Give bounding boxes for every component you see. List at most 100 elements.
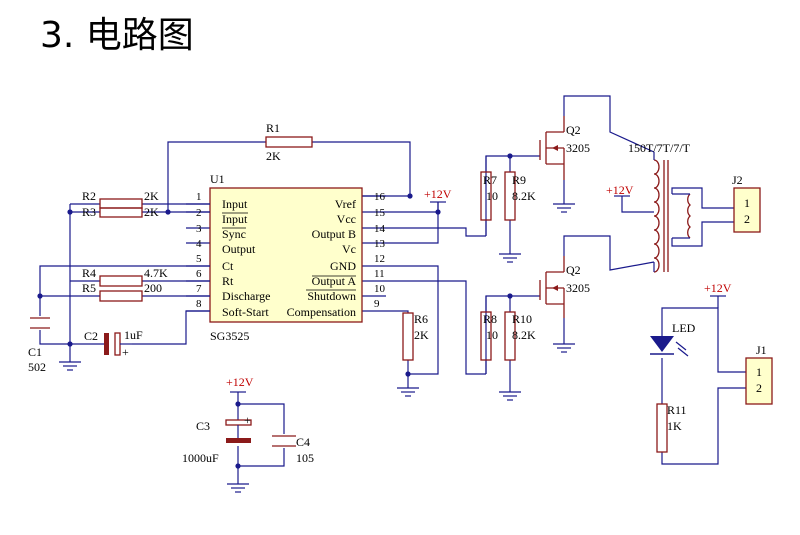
svg-text:C4: C4 (296, 435, 310, 449)
power-12v-led: +12V (704, 281, 732, 297)
svg-text:R2: R2 (82, 189, 96, 203)
svg-text:105: 105 (296, 451, 314, 465)
svg-text:J1: J1 (756, 343, 767, 357)
svg-text:3205: 3205 (566, 141, 590, 155)
svg-text:1000uF: 1000uF (182, 451, 219, 465)
svg-text:+: + (244, 413, 251, 427)
ic-pin-4-num: 4 (196, 238, 202, 250)
resistor-r7: R7 10 (480, 171, 498, 221)
svg-text:+12V: +12V (226, 375, 254, 389)
mosfet-q2-lower: Q2 3205 (539, 256, 590, 318)
resistor-r9: R9 8.2K (504, 171, 536, 221)
resistor-r10: R10 8.2K (504, 311, 536, 361)
svg-text:R10: R10 (512, 312, 532, 326)
ic-pin-13-num: 13 (374, 238, 386, 250)
ic-pin-9-num: 9 (374, 298, 380, 310)
ic-pin-14-num: 14 (374, 223, 386, 235)
svg-text:200: 200 (144, 281, 162, 295)
ic-pin-10-num: 10 (374, 283, 386, 295)
led: LED (650, 321, 696, 357)
ic-pin-8-num: 8 (196, 298, 202, 310)
ic-pin-8-name: Soft-Start (222, 305, 269, 319)
svg-text:2: 2 (756, 381, 762, 395)
svg-text:R7: R7 (483, 173, 497, 187)
ic-pin-10-name: Shutdown (307, 289, 356, 303)
svg-text:Q2: Q2 (566, 263, 581, 277)
svg-text:3205: 3205 (566, 281, 590, 295)
svg-text:+: + (122, 345, 129, 359)
ic-pin-1-name: Input (222, 197, 248, 211)
svg-text:R6: R6 (414, 312, 428, 326)
ic-pin-15-num: 15 (374, 207, 386, 219)
svg-text:R8: R8 (483, 312, 497, 326)
svg-text:2K: 2K (144, 189, 159, 203)
ic-pin-12-name: GND (330, 259, 356, 273)
capacitor-c1: C1 502 (28, 317, 50, 374)
svg-text:C2: C2 (84, 329, 98, 343)
svg-text:+12V: +12V (704, 281, 732, 295)
ic-pin-3-name: Sync (222, 227, 246, 241)
ic-pin-5-num: 5 (196, 253, 202, 265)
svg-text:R3: R3 (82, 205, 96, 219)
capacitor-c2: C2 1uF + (84, 328, 143, 359)
ic-pin-15-name: Vcc (337, 212, 356, 226)
svg-text:1: 1 (756, 365, 762, 379)
svg-text:R11: R11 (667, 403, 687, 417)
resistor-r11: R11 1K (656, 403, 687, 453)
svg-text:502: 502 (28, 360, 46, 374)
svg-text:2: 2 (744, 212, 750, 226)
svg-text:2K: 2K (144, 205, 159, 219)
resistor-r6: R6 2K (402, 312, 429, 361)
svg-text:2K: 2K (414, 328, 429, 342)
resistor-r8: R8 10 (480, 311, 498, 361)
svg-text:150T/7T/7/T: 150T/7T/7/T (628, 141, 691, 155)
capacitor-c4: C4 105 (272, 435, 314, 465)
svg-text:8.2K: 8.2K (512, 189, 536, 203)
svg-text:R9: R9 (512, 173, 526, 187)
ground-symbols (59, 203, 575, 493)
ic-pin-7-name: Discharge (222, 289, 270, 303)
svg-text:10: 10 (486, 189, 498, 203)
mosfet-q2-upper: Q2 3205 (539, 116, 590, 180)
junction-dots (37, 153, 513, 469)
power-12v-ic: +12V (424, 187, 452, 203)
ic-pin-6-name: Rt (222, 274, 234, 288)
svg-text:8.2K: 8.2K (512, 328, 536, 342)
ic-pin-2-num: 2 (196, 207, 202, 219)
resistor-r1: R1 2K (265, 121, 313, 163)
svg-text:1uF: 1uF (124, 328, 143, 342)
ic-pin-12-num: 12 (374, 253, 385, 265)
ic-pin-16-num: 16 (374, 191, 386, 203)
ic-pin-14-name: Output B (312, 227, 356, 241)
resistor-r5: R5 200 (82, 281, 162, 302)
ic-ref: U1 (210, 172, 225, 186)
ic-pin-5-name: Ct (222, 259, 234, 273)
power-12v-transformer: +12V (606, 183, 634, 197)
connector-j1: J1 1 2 (745, 343, 773, 405)
svg-text:1: 1 (744, 196, 750, 210)
capacitor-c3: C3 1000uF + (182, 413, 252, 465)
svg-text:C3: C3 (196, 419, 210, 433)
svg-text:C1: C1 (28, 345, 42, 359)
svg-text:R1: R1 (266, 121, 280, 135)
ic-pin-3-num: 3 (196, 223, 202, 235)
ic-pin-4-name: Output (222, 242, 256, 256)
resistor-r3: R3 2K (82, 205, 159, 219)
transformer: 150T/7T/7/T (628, 141, 691, 273)
svg-text:1K: 1K (667, 419, 682, 433)
svg-text:R4: R4 (82, 266, 96, 280)
power-12v-caps: +12V (226, 375, 254, 393)
ic-pin-11-name: Output A (312, 274, 357, 288)
svg-text:+12V: +12V (606, 183, 634, 197)
ic-pin-2-name: Input (222, 212, 248, 226)
ic-pin-9-name: Compensation (287, 305, 356, 319)
svg-text:Q2: Q2 (566, 123, 581, 137)
svg-text:+12V: +12V (424, 187, 452, 201)
page-heading: 3. 电路图 (40, 15, 194, 56)
svg-text:2K: 2K (266, 149, 281, 163)
connector-j2: J2 1 2 (732, 173, 761, 233)
ic-pin-11-num: 11 (374, 268, 385, 280)
wires (39, 95, 748, 484)
svg-text:4.7K: 4.7K (144, 266, 168, 280)
resistor-r4: R4 4.7K (82, 266, 168, 287)
